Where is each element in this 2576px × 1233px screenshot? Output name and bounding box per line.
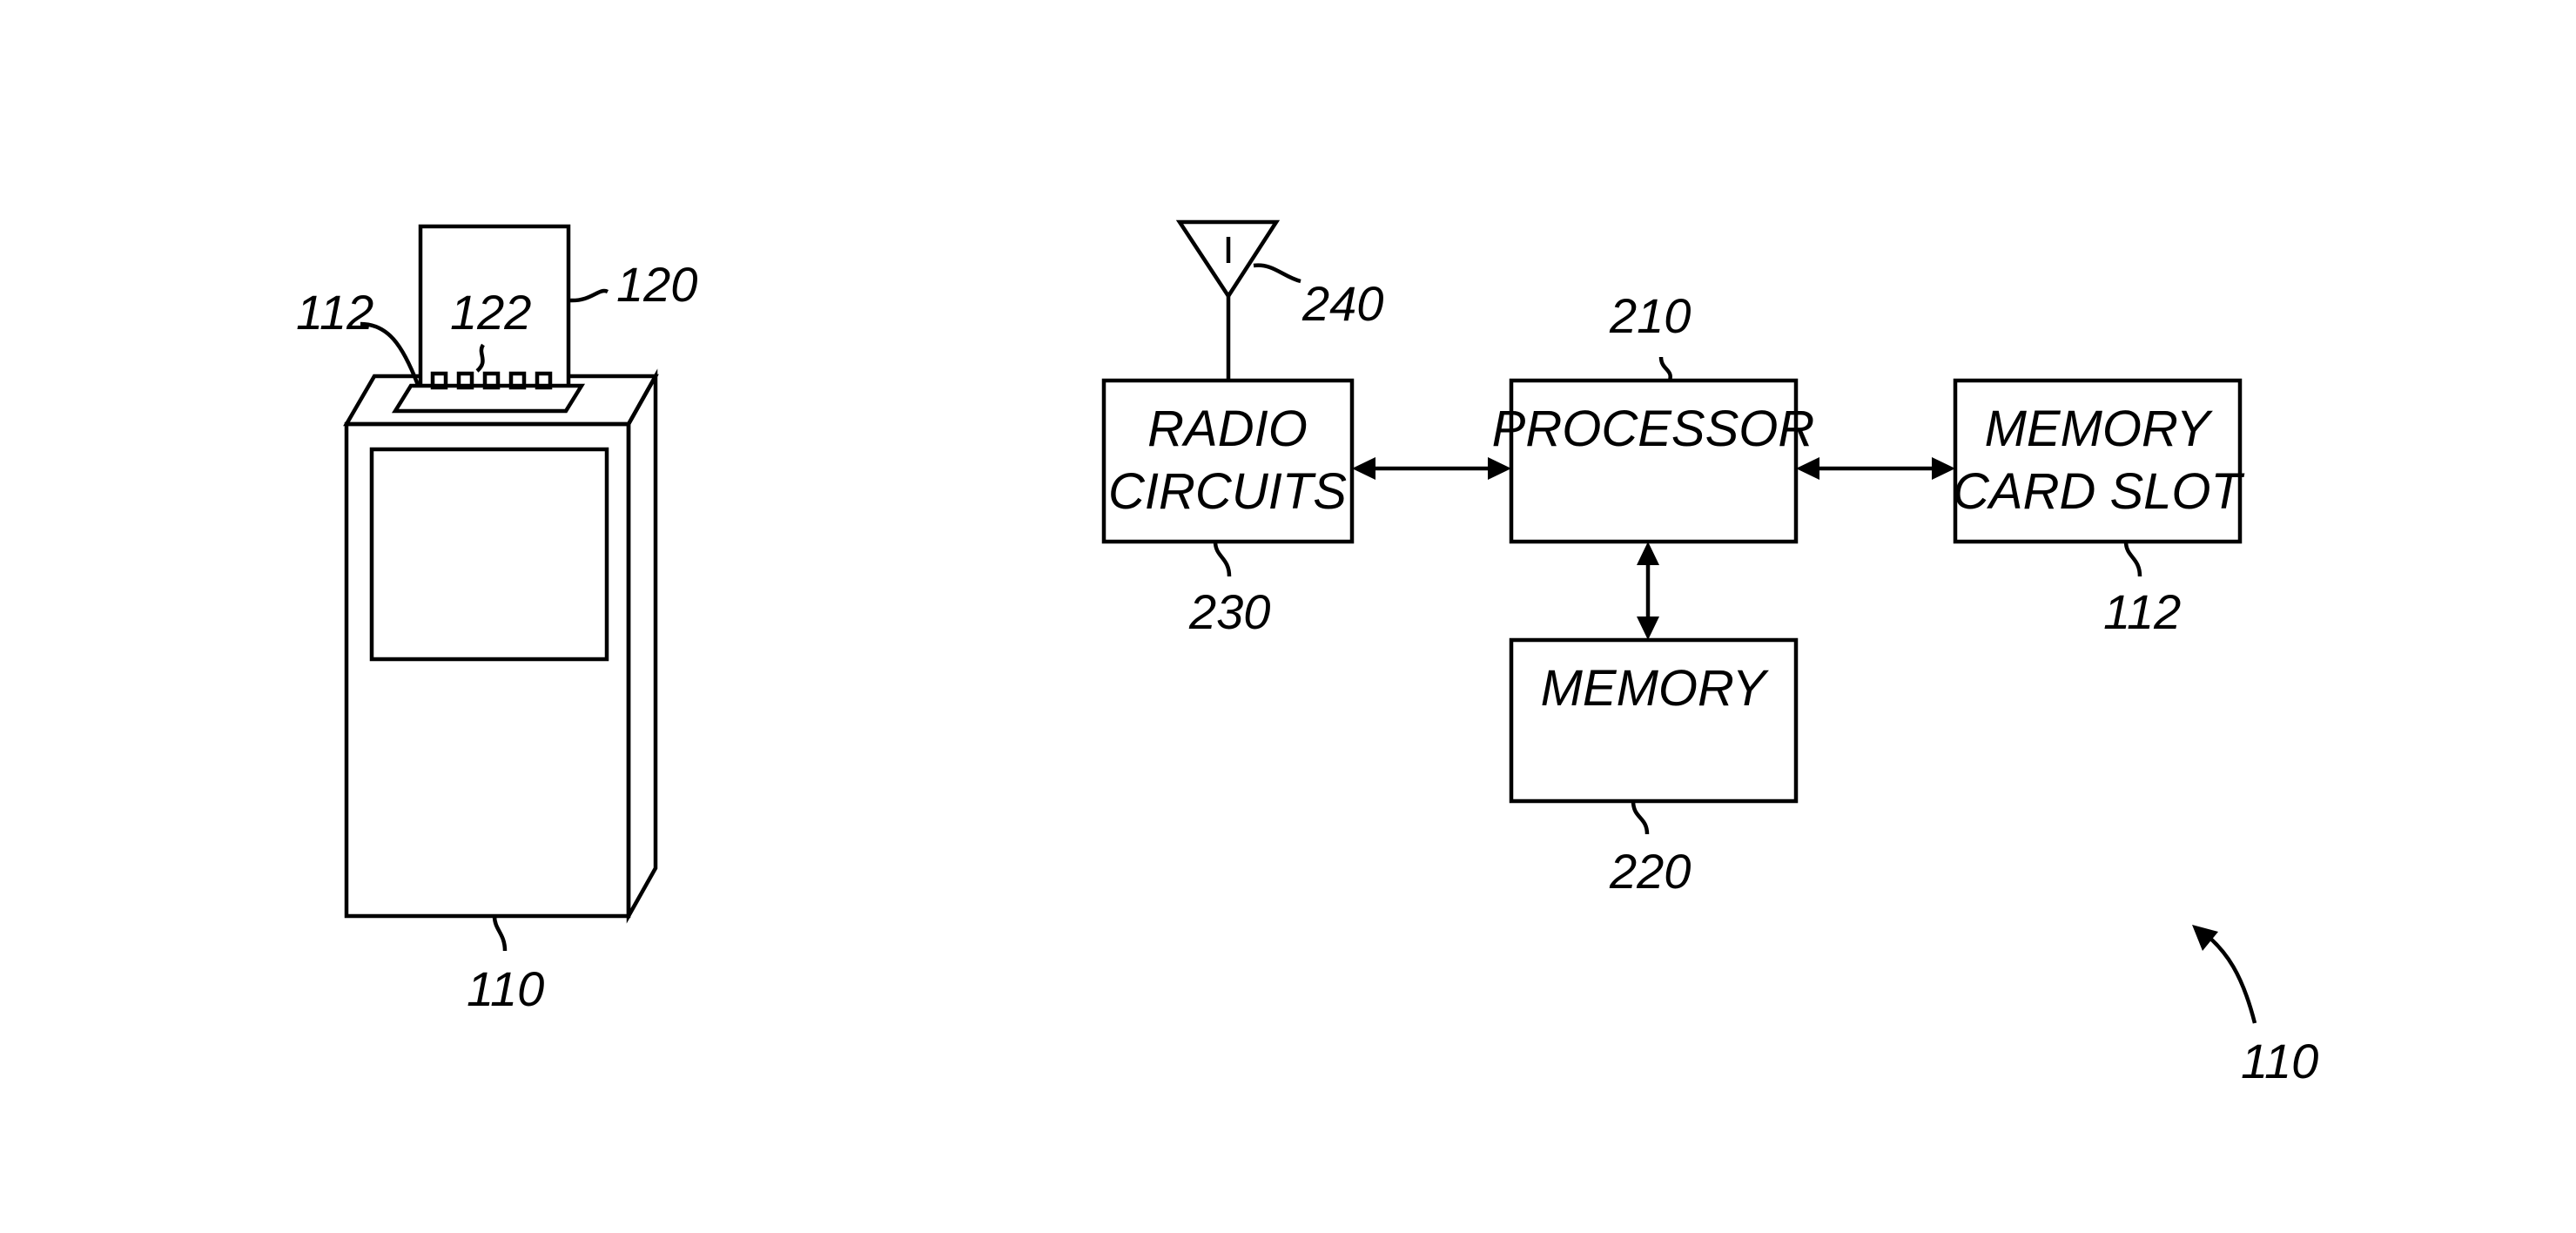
ref-122: 122 xyxy=(450,285,531,340)
connector-radio-processor xyxy=(1352,457,1511,480)
memory-label: MEMORY xyxy=(1541,660,1770,717)
connector-processor-memory xyxy=(1637,542,1659,640)
memory-card-slot-label-line2: CARD SLOT xyxy=(1953,463,2245,520)
leader-230 xyxy=(1215,542,1229,576)
antenna-icon xyxy=(1180,222,1276,381)
leader-220 xyxy=(1633,801,1647,834)
device-figure: 112 122 120 110 xyxy=(296,226,697,1016)
memory-card-slot-label-line1: MEMORY xyxy=(1985,401,2214,457)
leader-120 xyxy=(570,291,608,300)
leader-240 xyxy=(1254,266,1301,281)
radio-circuits-label-line2: CIRCUITS xyxy=(1108,463,1347,520)
block-diagram: 240 RADIO CIRCUITS 230 PROCESSOR 210 MEM… xyxy=(1104,222,2318,1088)
device-screen xyxy=(372,449,607,659)
ref-112-device: 112 xyxy=(296,285,373,340)
ref-112-block: 112 xyxy=(2103,584,2181,639)
ref-110-device: 110 xyxy=(467,961,544,1016)
connector-processor-slot xyxy=(1796,457,1955,480)
processor-label: PROCESSOR xyxy=(1492,401,1815,457)
leader-112-block xyxy=(2126,542,2140,576)
system-reference-arrow xyxy=(2192,925,2255,1023)
leader-110-left xyxy=(494,916,505,951)
ref-230: 230 xyxy=(1188,584,1270,639)
radio-circuits-label-line1: RADIO xyxy=(1147,401,1308,457)
leader-210 xyxy=(1661,357,1671,381)
ref-110-system: 110 xyxy=(2241,1034,2318,1088)
memory-card-slot xyxy=(395,386,582,411)
ref-240: 240 xyxy=(1301,276,1383,331)
ref-220: 220 xyxy=(1609,844,1691,899)
ref-210: 210 xyxy=(1609,288,1691,343)
ref-120: 120 xyxy=(616,257,697,312)
device-body xyxy=(346,376,656,916)
